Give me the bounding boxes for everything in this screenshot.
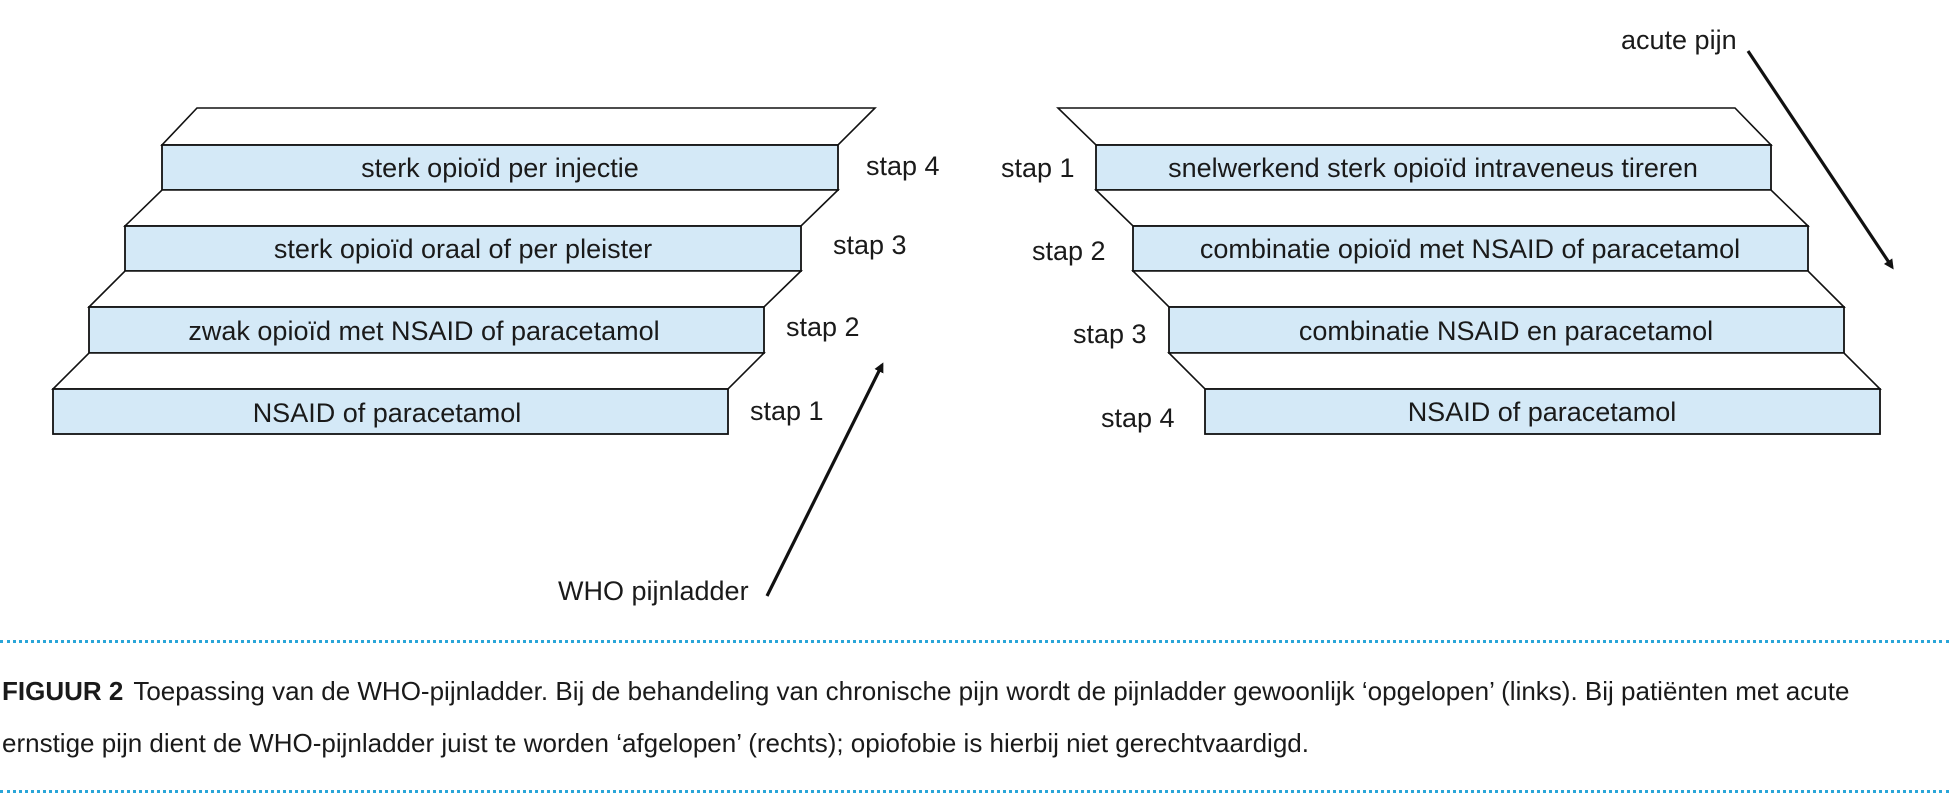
right-step-2-tread [1094,189,1810,227]
left-step-1-tread [51,352,766,390]
bottom-dotted-rule [0,790,1949,793]
right-step-2-label: stap 2 [1032,236,1106,266]
right-step-3-label: stap 3 [1073,319,1147,349]
caption-text: Toepassing van de WHO-pijnladder. Bij de… [2,676,1850,758]
right-step-1-box [1095,144,1772,191]
right-step-4-text: NSAID of paracetamol [1408,397,1677,427]
left-step-1-text: NSAID of paracetamol [253,398,522,428]
left-step-3-text: sterk opioïd oraal of per pleister [274,234,652,264]
right-step-1-label: stap 1 [1001,153,1075,183]
left-step-4-text: sterk opioïd per injectie [361,153,639,183]
acute-pain-label: acute pijn [1621,25,1737,55]
ascend-arrow [765,362,884,597]
left-step-4-box [161,144,839,191]
left-step-3-tread [123,189,840,227]
descend-arrow [1746,50,1894,270]
left-step-4-tread [160,107,877,146]
left-step-4-label: stap 4 [866,151,940,181]
right-step-2-box [1132,225,1809,272]
right-step-3-text: combinatie NSAID en paracetamol [1299,316,1713,346]
pain-ladder-diagram: sterk opioïd per injectie stap 4 sterk o… [51,25,1894,606]
right-step-4-tread [1167,352,1882,390]
left-ladder: sterk opioïd per injectie stap 4 sterk o… [51,107,940,606]
left-step-3-box [124,225,802,272]
right-step-2-text: combinatie opioïd met NSAID of paracetam… [1200,234,1740,264]
right-step-3-box [1168,306,1845,354]
right-step-1-text: snelwerkend sterk opioïd intraveneus tir… [1168,153,1698,183]
right-ladder: snelwerkend sterk opioïd intraveneus tir… [1001,25,1894,435]
left-step-2-box [88,306,765,354]
right-step-1-tread [1056,107,1773,146]
who-ladder-label: WHO pijnladder [558,576,749,606]
figure-label: FIGUUR 2 [2,676,124,706]
right-step-4-box [1204,388,1881,435]
left-step-1-label: stap 1 [750,396,824,426]
top-dotted-rule [0,640,1949,643]
left-step-2-tread [87,270,803,308]
left-step-1-box [52,388,729,435]
left-step-2-label: stap 2 [786,312,860,342]
left-step-2-text: zwak opioïd met NSAID of paracetamol [188,316,659,346]
right-step-4-label: stap 4 [1101,403,1175,433]
right-step-3-tread [1131,270,1846,308]
left-step-3-label: stap 3 [833,230,907,260]
